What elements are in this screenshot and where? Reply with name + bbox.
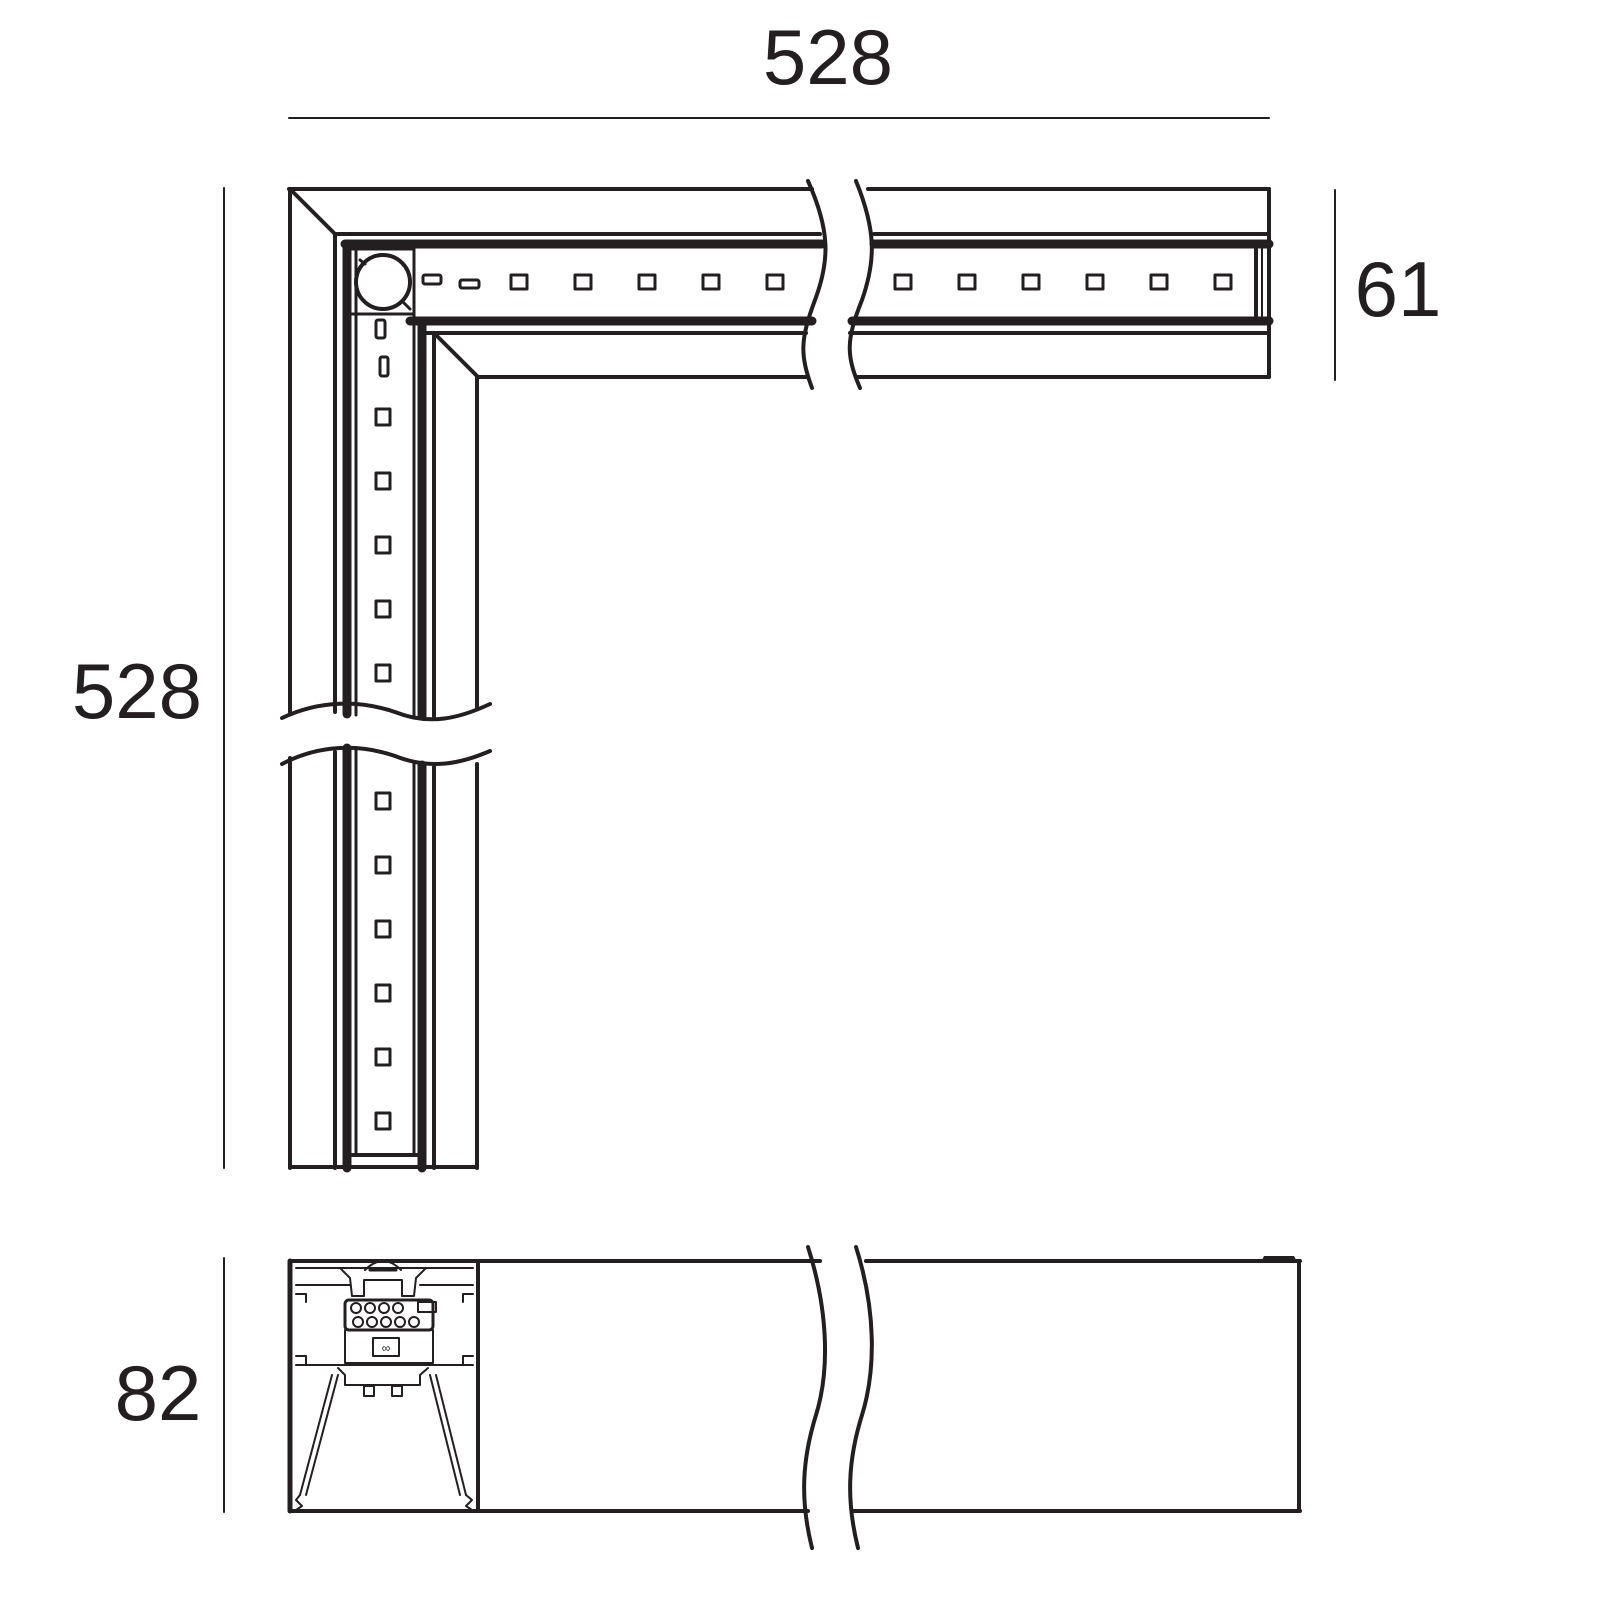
vertical-arm-upper <box>288 187 480 721</box>
dim-label-profile-width: 61 <box>1355 245 1442 333</box>
dim-label-top-width: 528 <box>763 13 893 101</box>
dim-label-profile-height: 82 <box>115 1349 202 1437</box>
dim-label-left-height: 528 <box>72 647 202 735</box>
horizontal-arm-right <box>847 187 1274 379</box>
dimension-profile-width: 61 <box>1334 189 1442 381</box>
corner-connector <box>354 253 412 311</box>
profile-cross-section: ∞ <box>295 1260 474 1511</box>
break-lines-vertical-arm <box>280 701 492 766</box>
dimension-top-width: 528 <box>288 13 1270 119</box>
break-lines-horizontal-arm <box>801 179 874 390</box>
led-row-vertical <box>374 318 392 1131</box>
svg-text:∞: ∞ <box>382 1341 391 1355</box>
vertical-arm-lower <box>288 743 479 1173</box>
side-view: ∞ <box>287 1245 1302 1550</box>
dimension-left-height: 528 <box>72 187 225 1169</box>
horizontal-arm-left <box>287 187 827 379</box>
led-row-horizontal <box>421 273 1233 291</box>
plan-view <box>280 179 1274 1173</box>
dimension-profile-height: 82 <box>115 1257 225 1513</box>
mounting-clip <box>1262 1256 1296 1260</box>
